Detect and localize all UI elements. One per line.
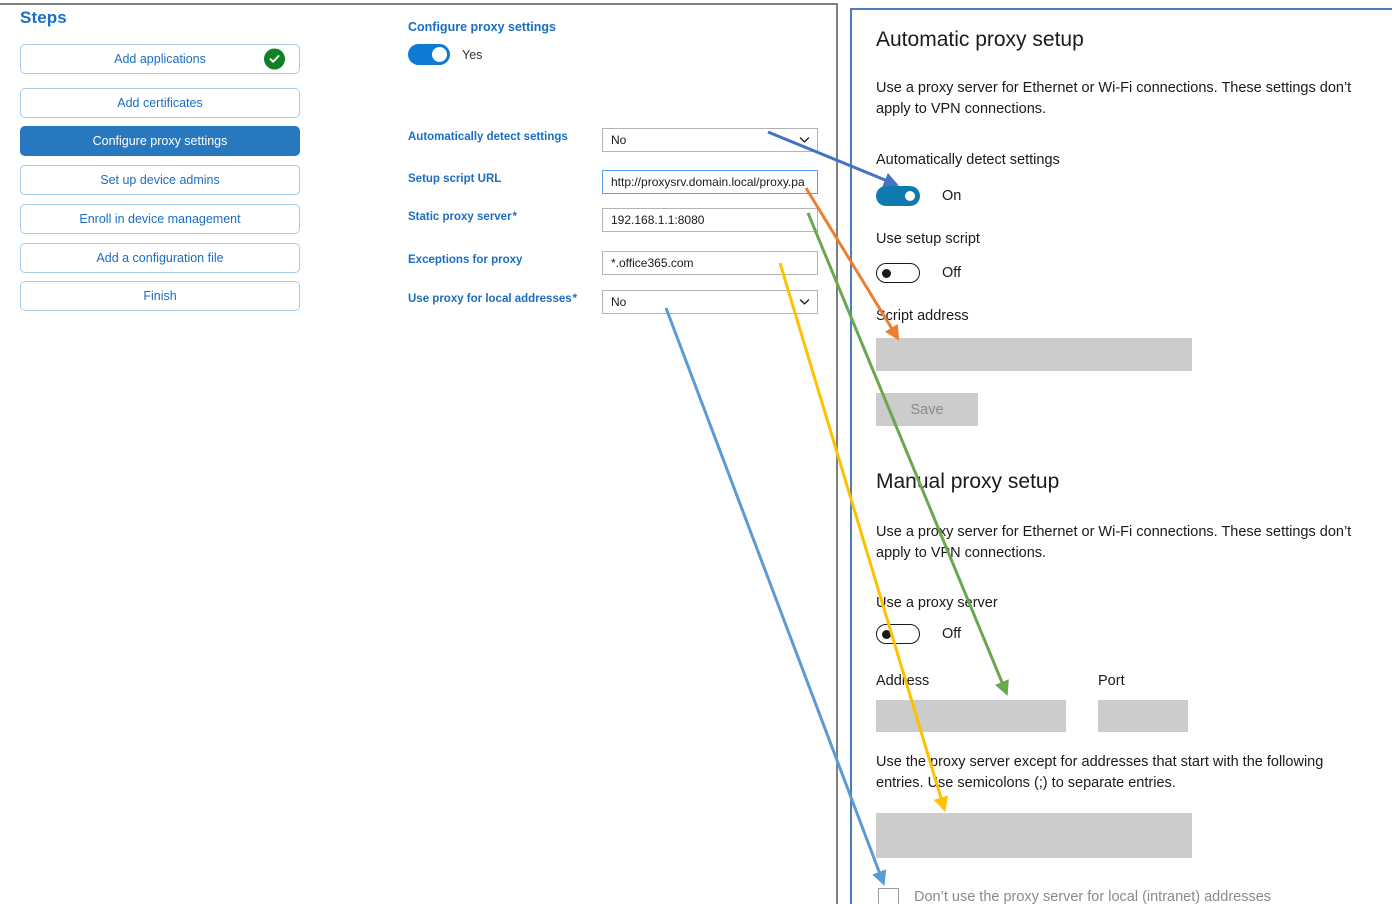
steps-pane: Steps Add applications Add certificates … (0, 0, 320, 904)
address-input[interactable] (876, 700, 1066, 732)
automatic-proxy-setup-heading: Automatic proxy setup (876, 28, 1084, 51)
form-heading: Configure proxy settings (408, 20, 556, 34)
windows-settings-proxy-panel: Automatic proxy setup Use a proxy server… (850, 8, 1392, 904)
use-setup-script-state: Off (942, 265, 962, 281)
proxy-exceptions-description: Use the proxy server except for addresse… (876, 754, 1324, 791)
port-input[interactable] (1098, 700, 1188, 732)
select-value: No (611, 133, 627, 147)
use-setup-script-label: Use setup script (876, 231, 980, 247)
vertical-divider-rule (836, 3, 838, 904)
address-label: Address (876, 673, 930, 689)
step-label: Add a configuration file (96, 251, 224, 265)
use-a-proxy-server-toggle[interactable] (876, 624, 920, 644)
configure-proxy-settings-toggle-row[interactable]: Yes (408, 44, 482, 65)
automatic-proxy-setup-description: Use a proxy server for Ethernet or Wi-Fi… (876, 80, 1352, 117)
select-value: No (611, 295, 627, 309)
step-item-finish[interactable]: Finish (20, 281, 300, 311)
check-circle-icon (264, 48, 285, 70)
use-a-proxy-server-state: Off (942, 626, 962, 642)
automatically-detect-settings-state: On (942, 188, 962, 204)
chevron-down-icon (799, 135, 810, 146)
input-value: http://proxysrv.domain.local/proxy.pa (611, 175, 805, 189)
save-button[interactable]: Save (876, 393, 978, 426)
automatically-detect-settings-toggle[interactable] (876, 186, 920, 206)
step-label: Enroll in device management (79, 212, 241, 226)
use-setup-script-toggle[interactable] (876, 263, 920, 283)
exceptions-for-proxy-input[interactable]: *.office365.com (602, 251, 818, 275)
use-a-proxy-server-toggle-row[interactable]: Off (876, 624, 961, 644)
configure-proxy-settings-toggle[interactable] (408, 44, 450, 65)
script-address-label: Script address (876, 308, 969, 324)
step-label: Add certificates (117, 96, 203, 110)
steps-title: Steps (20, 8, 67, 27)
use-proxy-for-local-addresses-select[interactable]: No (602, 290, 818, 314)
static-proxy-server-input[interactable]: 192.168.1.1:8080 (602, 208, 818, 232)
configure-proxy-settings-toggle-label: Yes (462, 47, 483, 62)
setup-script-url-input[interactable]: http://proxysrv.domain.local/proxy.pa (602, 170, 818, 194)
field-use-proxy-for-local-addresses: Use proxy for local addresses * No (408, 290, 828, 314)
step-item-enroll-in-device-management[interactable]: Enroll in device management (20, 204, 300, 234)
step-item-add-a-configuration-file[interactable]: Add a configuration file (20, 243, 300, 273)
proxy-exceptions-input[interactable] (876, 813, 1192, 858)
input-value: *.office365.com (611, 256, 694, 270)
automatically-detect-settings-select[interactable]: No (602, 128, 818, 152)
script-address-input[interactable] (876, 338, 1192, 371)
port-label: Port (1098, 673, 1125, 689)
use-a-proxy-server-label: Use a proxy server (876, 595, 998, 611)
step-label: Add applications (114, 52, 206, 66)
field-exceptions-for-proxy: Exceptions for proxy *.office365.com (408, 251, 828, 275)
bypass-local-addresses-label: Don’t use the proxy server for local (in… (914, 889, 1272, 904)
field-automatically-detect-settings: Automatically detect settings No (408, 128, 828, 152)
automatically-detect-settings-label: Automatically detect settings (876, 152, 1060, 168)
step-item-add-applications[interactable]: Add applications (20, 44, 300, 74)
step-label: Finish (143, 289, 177, 303)
manual-proxy-setup-description: Use a proxy server for Ethernet or Wi-Fi… (876, 524, 1352, 561)
manual-proxy-setup-heading: Manual proxy setup (876, 470, 1060, 493)
input-value: 192.168.1.1:8080 (611, 213, 705, 227)
field-label: Use proxy for local addresses * (408, 293, 578, 305)
top-divider-rule (0, 3, 836, 5)
field-label: Exceptions for proxy (408, 254, 523, 266)
automatically-detect-settings-toggle-row[interactable]: On (876, 186, 961, 206)
field-label: Automatically detect settings (408, 131, 568, 143)
field-label: Static proxy server * (408, 211, 517, 223)
step-item-add-certificates[interactable]: Add certificates (20, 88, 300, 118)
chevron-down-icon (799, 297, 810, 308)
use-setup-script-toggle-row[interactable]: Off (876, 263, 961, 283)
step-item-set-up-device-admins[interactable]: Set up device admins (20, 165, 300, 195)
proxy-form-pane: Configure proxy settings Yes Automatical… (336, 0, 836, 904)
step-item-configure-proxy-settings[interactable]: Configure proxy settings (20, 126, 300, 156)
field-label: Setup script URL (408, 173, 502, 185)
field-setup-script-url: Setup script URL http://proxysrv.domain.… (408, 170, 828, 194)
field-static-proxy-server: Static proxy server * 192.168.1.1:8080 (408, 208, 828, 232)
step-label: Set up device admins (100, 173, 220, 187)
bypass-local-addresses-checkbox[interactable] (878, 888, 899, 904)
step-label: Configure proxy settings (92, 134, 228, 148)
